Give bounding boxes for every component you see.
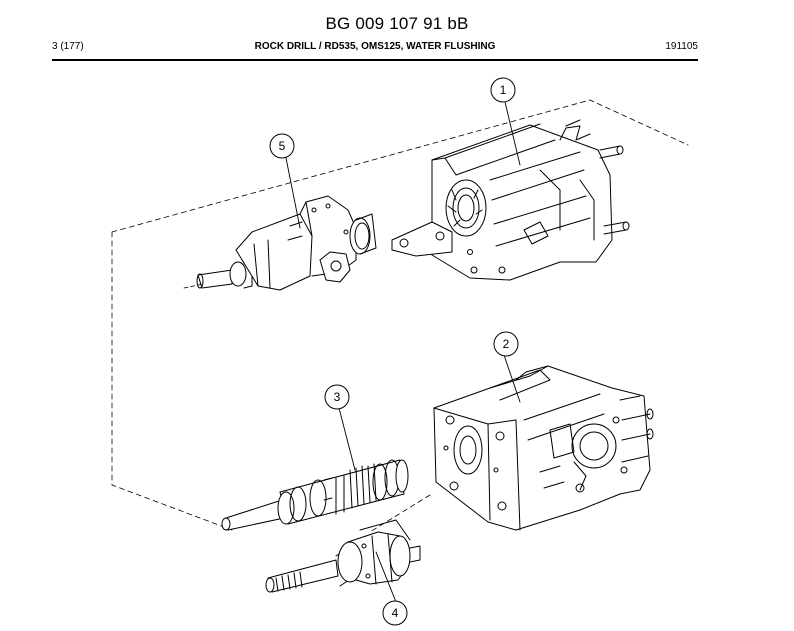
callout-3-label: 3	[334, 390, 341, 404]
callout-5-circle	[269, 133, 295, 159]
part-3-piston	[221, 459, 409, 531]
part-4-rotation-unit	[265, 519, 421, 593]
callout-2-circle	[493, 331, 519, 357]
header-rule	[52, 59, 698, 61]
callout-4-label: 4	[392, 606, 399, 620]
part-5-motor	[196, 195, 377, 291]
callout-3-circle	[324, 384, 350, 410]
callout-1-label: 1	[500, 83, 507, 97]
document-number: BG 009 107 91 bB	[325, 14, 469, 33]
callout-1-circle	[490, 77, 516, 103]
callout-5-label: 5	[279, 139, 286, 153]
part-2-front-head	[433, 365, 654, 531]
callout-2-label: 2	[503, 337, 510, 351]
document-title: ROCK DRILL / RD535, OMS125, WATER FLUSHI…	[254, 41, 496, 52]
part-1-housing	[391, 119, 630, 281]
callout-4-circle	[382, 600, 408, 626]
document-date: 191105	[665, 41, 698, 52]
assembly-dashed-line	[111, 99, 689, 533]
page-reference: 3 (177)	[52, 41, 84, 52]
header-row: 3 (177) ROCK DRILL / RD535, OMS125, WATE…	[52, 41, 698, 55]
